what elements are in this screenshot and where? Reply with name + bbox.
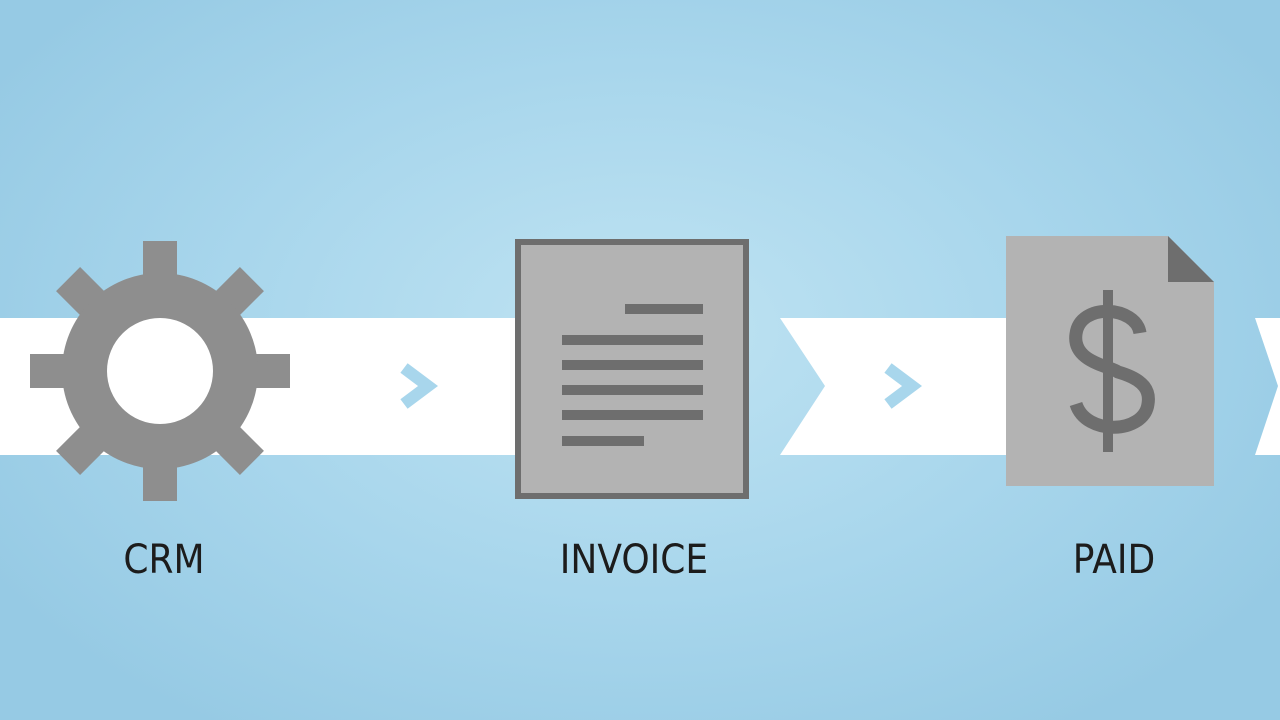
chevron-right-icon bbox=[884, 363, 922, 409]
flow-band-segment-3 bbox=[780, 318, 1020, 455]
gear-icon bbox=[30, 241, 290, 501]
invoice-document-icon bbox=[515, 239, 749, 499]
chevron-right-icon bbox=[400, 363, 438, 409]
dollar-sign-icon bbox=[1069, 290, 1155, 452]
flow-band-segment-4 bbox=[1255, 318, 1280, 455]
step-label-invoice: INVOICE bbox=[559, 537, 709, 583]
step-label-paid: PAID bbox=[1072, 537, 1156, 583]
step-label-crm: CRM bbox=[123, 537, 205, 583]
dollar-document-icon bbox=[1006, 236, 1214, 486]
